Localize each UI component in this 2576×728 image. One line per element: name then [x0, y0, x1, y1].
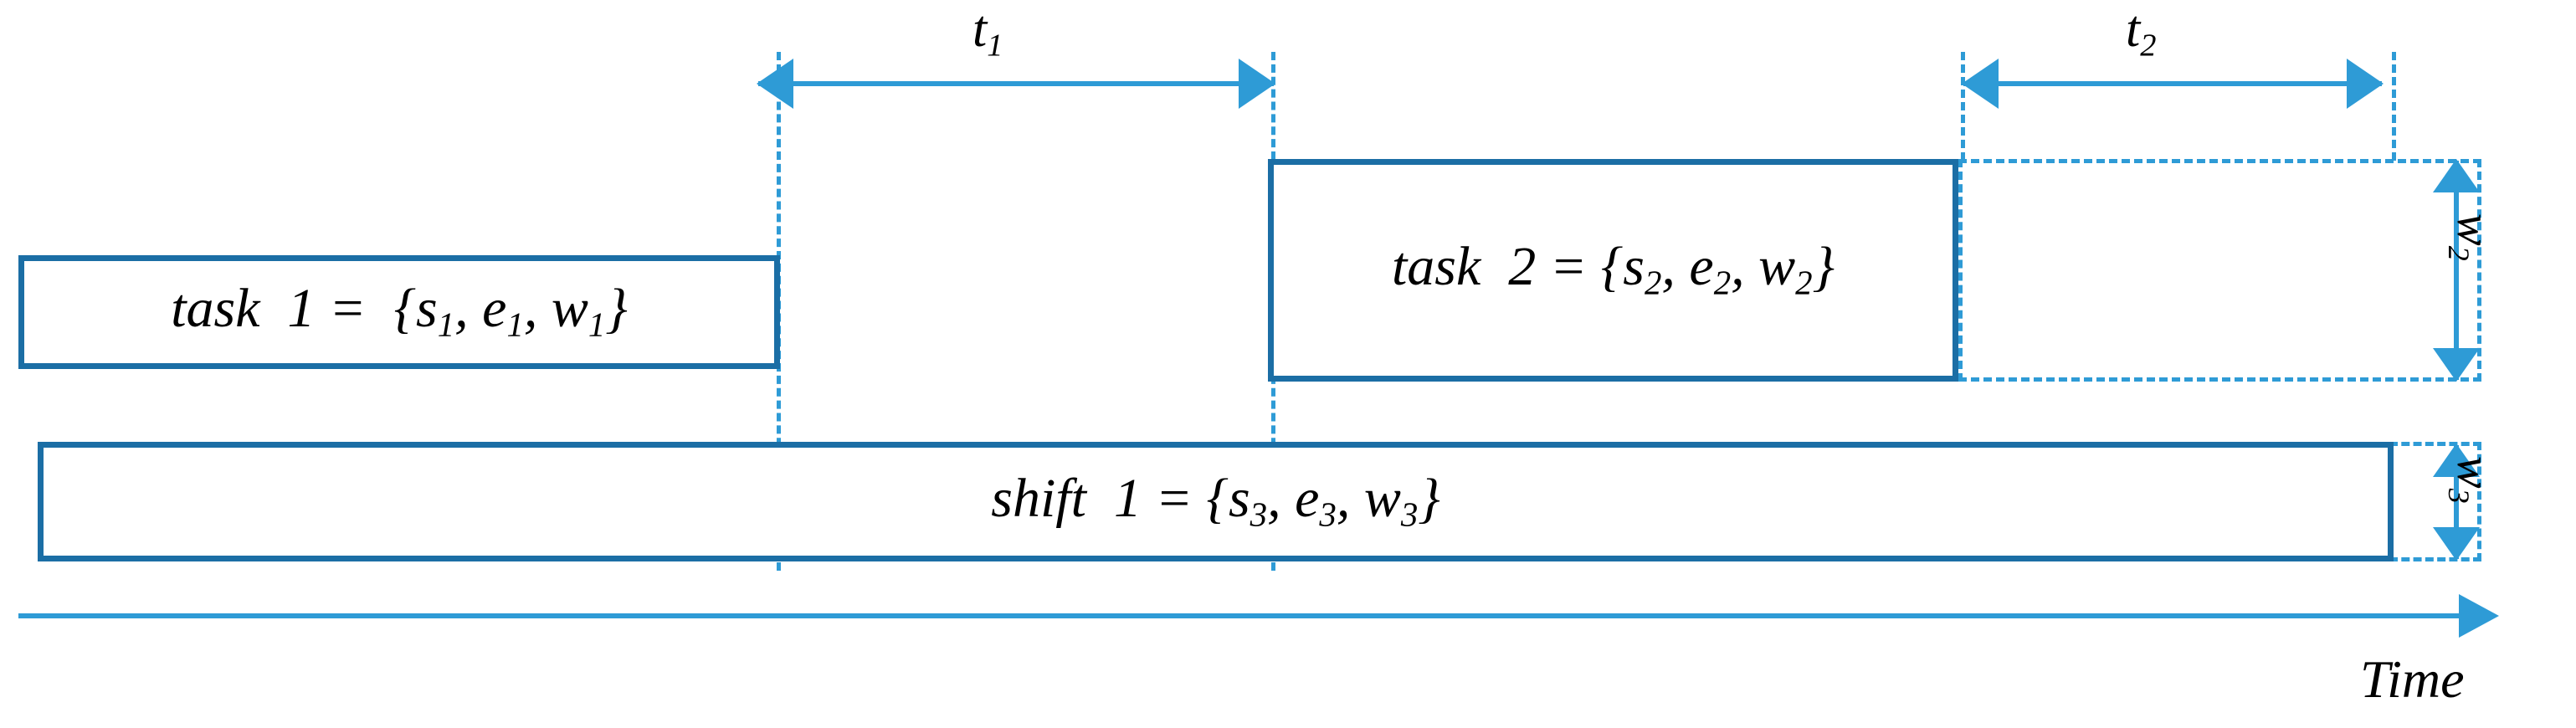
shift-1-index: 1 — [1113, 467, 1142, 529]
guide-line-e3 — [2392, 52, 2396, 161]
time-axis-arrow-right-icon — [2459, 594, 2499, 638]
w2-arrow-head-down-icon — [2433, 348, 2480, 382]
gap-label-t2: t2 — [2126, 3, 2156, 62]
task-1-index: 1 — [287, 278, 316, 340]
w3-arrow-shaft — [2454, 445, 2459, 559]
w2-subscript: 2 — [2442, 245, 2476, 261]
task-1-member-s-sub: 1 — [437, 305, 455, 344]
t2-arrow-shaft — [1963, 81, 2382, 86]
shift-1-equals: = — [1155, 467, 1193, 529]
w3-subscript: 3 — [2442, 488, 2476, 504]
task-2-index: 2 — [1508, 236, 1537, 298]
task-2-brace-close: } — [1812, 236, 1835, 298]
w2-symbol: w — [2447, 213, 2502, 246]
task-2-label: task 2 = {s2, e2, w2} — [1391, 236, 1835, 302]
t2-symbol: t — [2126, 1, 2141, 58]
task-1-member-e: e — [482, 278, 507, 340]
t2-arrow-head-left-icon — [1962, 59, 1999, 109]
time-axis-line — [18, 613, 2462, 618]
task-2-member-e-sub: 2 — [1713, 264, 1732, 302]
task-2-prefix: task — [1391, 236, 1481, 298]
t1-arrow-head-right-icon — [1239, 59, 1275, 109]
task-1-prefix: task — [171, 278, 260, 340]
task-2-brace-open: { — [1600, 236, 1624, 298]
shift-1-member-s-sub: 3 — [1250, 495, 1268, 534]
w2-arrow-shaft — [2454, 161, 2459, 380]
task-2-member-s-sub: 2 — [1644, 264, 1662, 302]
task-2-equals: = — [1549, 236, 1588, 298]
ghost-box-task2-extension — [1958, 159, 2481, 382]
task-2-member-e: e — [1689, 236, 1714, 298]
task-1-brace-open: { — [393, 278, 416, 340]
task-1-brace-close: } — [605, 278, 628, 340]
shift-1-bar[interactable]: shift 1 = {s3, e3, w3} — [38, 442, 2394, 561]
shift-1-member-e-sub: 3 — [1319, 495, 1337, 534]
task-1-member-s: s — [416, 278, 438, 340]
shift-1-prefix: shift — [991, 467, 1086, 529]
w3-arrow-head-up-icon — [2433, 443, 2480, 477]
shift-1-member-w-sub: 3 — [1400, 495, 1419, 534]
t1-symbol: t — [972, 1, 988, 58]
shift-1-brace-open: { — [1206, 467, 1229, 529]
time-axis-label: Time — [2360, 649, 2465, 709]
t2-arrow-head-right-icon — [2347, 59, 2384, 109]
t2-subscript: 2 — [2140, 28, 2157, 64]
t1-arrow-head-left-icon — [757, 59, 793, 109]
task-1-member-e-sub: 1 — [506, 305, 524, 344]
task-1-bar[interactable]: task 1 = {s1, e1, w1} — [18, 255, 780, 369]
gap-label-t1: t1 — [972, 3, 1003, 62]
shift-1-member-e: e — [1295, 467, 1320, 529]
w2-arrow-head-up-icon — [2433, 159, 2480, 192]
w3-arrow-head-down-icon — [2433, 527, 2480, 561]
shift-1-label: shift 1 = {s3, e3, w3} — [991, 467, 1440, 534]
task-2-member-w-sub: 2 — [1795, 264, 1813, 302]
task-1-member-w-sub: 1 — [588, 305, 606, 344]
t1-arrow-shaft — [758, 81, 1274, 86]
shift-1-brace-close: } — [1418, 467, 1440, 529]
weight-label-w3: w3 — [2442, 456, 2502, 504]
task-1-equals: = — [329, 278, 367, 340]
task-1-label: task 1 = {s1, e1, w1} — [171, 278, 628, 344]
task-2-member-w: w — [1758, 236, 1796, 298]
t1-subscript: 1 — [987, 28, 1003, 64]
task-2-member-s: s — [1623, 236, 1645, 298]
shift-1-member-s: s — [1228, 467, 1250, 529]
w3-symbol: w — [2447, 456, 2502, 489]
task-1-member-w: w — [551, 278, 588, 340]
task-2-bar[interactable]: task 2 = {s2, e2, w2} — [1268, 159, 1958, 382]
shift-1-member-w: w — [1363, 467, 1401, 529]
weight-label-w2: w2 — [2442, 213, 2502, 261]
